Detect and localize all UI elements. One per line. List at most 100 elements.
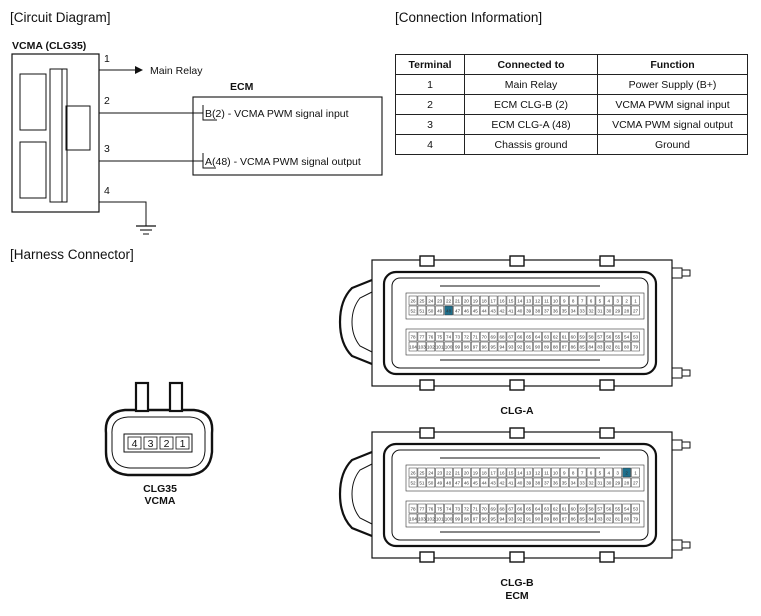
connector-pin-cell (435, 467, 444, 478)
connector-pin-number: 82 (606, 517, 612, 522)
connector-pin-number: 62 (553, 335, 559, 340)
connector-pin-number: 97 (473, 517, 479, 522)
header-terminal: Terminal (395, 54, 465, 75)
terminal-cell: 2 (395, 94, 465, 115)
connector-pin-number: 88 (553, 517, 559, 522)
connector-pin-number: 71 (473, 335, 479, 340)
clg-b-label: CLG-B (500, 577, 534, 589)
connector-pin-number: 83 (597, 517, 603, 522)
vcma-connector-pin-4: 4 (132, 438, 138, 450)
connector-pin-number: 87 (562, 345, 568, 350)
vcma-pwm-input-label: B(2) - VCMA PWM signal input (205, 108, 349, 120)
connector-pin-cell (604, 477, 614, 488)
connector-pin-cell (426, 331, 436, 342)
connector-clip (419, 427, 435, 439)
connector-pin-cell (515, 305, 525, 316)
connector-pin-cell (542, 477, 551, 488)
connector-pin-number: 1 (634, 299, 637, 304)
connector-pin-number: 8 (572, 471, 575, 476)
connector-pin-cell (435, 295, 444, 306)
connector-pin-cell (568, 503, 578, 514)
connector-pin-cell (533, 331, 542, 342)
connector-pin-cell (551, 477, 560, 488)
connector-pin-number: 29 (615, 309, 621, 314)
harness-connector-title: [Harness Connector] (10, 247, 134, 262)
connector-pin-number: 75 (437, 335, 443, 340)
connector-pin-number: 35 (562, 309, 568, 314)
connector-pin-cell (551, 513, 560, 524)
connector-pin-cell (462, 305, 471, 316)
connector-pin-number: 20 (464, 471, 470, 476)
connector-pin-cell (408, 295, 418, 306)
connector-pin-cell (479, 305, 489, 316)
connector-pin-number: 61 (562, 507, 568, 512)
connector-pin-cell (479, 477, 489, 488)
connector-pin-number: 28 (624, 481, 630, 486)
connector-pin-cell (471, 331, 480, 342)
vcma-connector-pin-1: 1 (180, 438, 186, 450)
connector-pin-number: 13 (526, 471, 532, 476)
connector-pin-cell (622, 295, 631, 306)
connector-pin-number: 12 (535, 471, 541, 476)
connector-lever-inner (351, 291, 373, 353)
connected-to-cell: ECM CLG-A (48) (464, 114, 598, 135)
table-row: 1 Main Relay Power Supply (B+) (395, 74, 748, 95)
connector-pin-cell (426, 341, 436, 352)
connector-pin-cell (560, 305, 569, 316)
connector-tab (671, 439, 683, 451)
connector-pin-number: 31 (597, 481, 603, 486)
connector-pin-number: 96 (482, 345, 488, 350)
connector-pin-cell (408, 477, 418, 488)
connector-pin-cell (488, 331, 498, 342)
connector-pin-number: 74 (446, 335, 452, 340)
connector-face (391, 277, 649, 369)
connector-pin-number: 3 (616, 471, 619, 476)
wire-ground (99, 201, 147, 226)
connector-pin-number: 65 (526, 335, 532, 340)
connector-pin-cell (408, 341, 418, 352)
connector-pin-cell (488, 295, 498, 306)
connector-pin-number: 83 (597, 345, 603, 350)
connector-pin-number: 11 (544, 299, 549, 304)
connector-pin-cell (595, 503, 605, 514)
connector-pin-number: 36 (553, 309, 559, 314)
connector-pin-cell (426, 503, 436, 514)
connector-pin-cell (497, 503, 507, 514)
connector-pin-cell (586, 513, 596, 524)
connector-pin-cell (560, 331, 569, 342)
connector-pin-number: 40 (517, 309, 523, 314)
ecm-pin-a48-bracket (202, 153, 216, 169)
connector-pin-number: 49 (437, 481, 443, 486)
connector-clip (419, 551, 435, 563)
connector-pin-cell (506, 295, 516, 306)
connector-pin-cell (515, 341, 525, 352)
connector-pin-number: 87 (562, 517, 568, 522)
connector-pin-number: 34 (571, 309, 577, 314)
connector-pin-number: 102 (427, 345, 435, 350)
connector-pin-cell (471, 467, 480, 478)
connector-pin-cell (631, 331, 640, 342)
connector-pin-cell (462, 503, 471, 514)
connector-pin-number: 38 (535, 481, 541, 486)
connector-pin-cell (426, 305, 436, 316)
connector-pin-cell (586, 305, 596, 316)
connector-pin-number: 93 (508, 517, 514, 522)
connector-clip (599, 379, 615, 391)
connector-pin-number: 54 (624, 507, 630, 512)
connector-pin-number: 42 (499, 481, 505, 486)
connector-pin-cell (462, 513, 471, 524)
connector-pin-number: 61 (562, 335, 568, 340)
connector-pin-cell (417, 513, 427, 524)
connector-pin-number: 92 (517, 345, 523, 350)
connector-pin-cell (524, 503, 533, 514)
connector-pin-number: 79 (633, 345, 639, 350)
connector-pin-cell (488, 305, 498, 316)
connector-pin-number: 67 (508, 507, 514, 512)
ecm-label: ECM (230, 81, 254, 93)
connector-pin-number: 82 (606, 345, 612, 350)
clg-a-label: CLG-A (500, 405, 534, 417)
connector-pin-number: 22 (446, 299, 452, 304)
connector-pin-cell (586, 477, 596, 488)
connector-pin-cell (533, 503, 542, 514)
function-cell: Ground (597, 134, 748, 155)
